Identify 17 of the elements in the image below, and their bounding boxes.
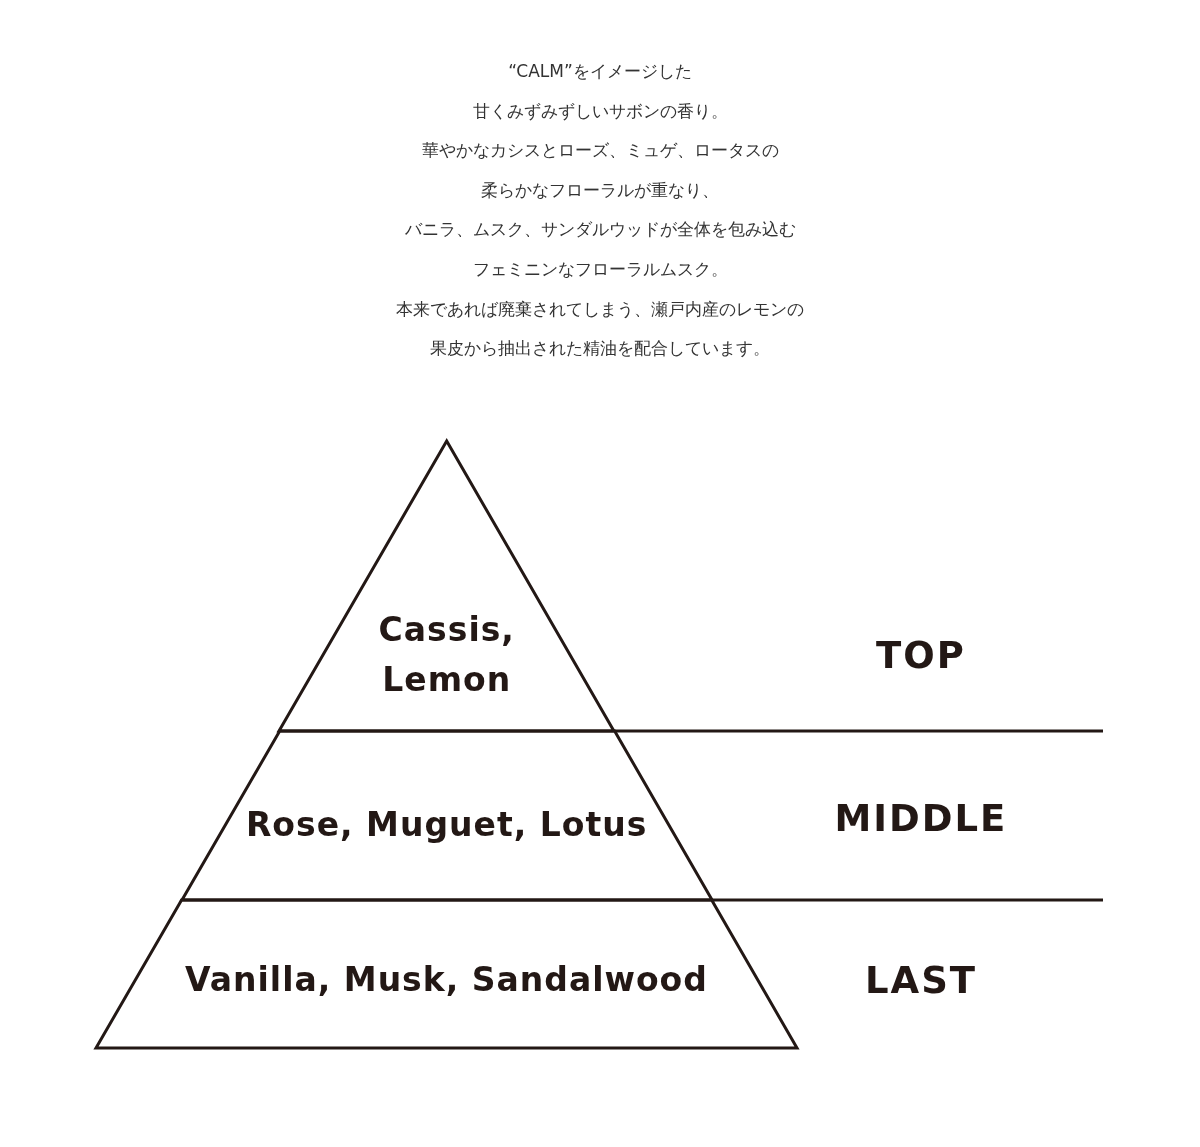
pyramid-band — [181, 731, 712, 900]
description-line: 甘くみずみずしいサボンの香り。 — [472, 99, 728, 123]
pyramid-top-triangle — [279, 441, 615, 731]
description-line: 果皮から抽出された精油を配合しています。 — [430, 337, 770, 361]
description-line: 本来であれば廃棄されてしまう、瀬戸内産のレモンの — [396, 297, 804, 321]
layer-label: MIDDLE — [834, 796, 1008, 840]
description-line: バニラ、ムスク、サンダルウッドが全体を包み込む — [404, 218, 796, 242]
pyramid-band — [96, 900, 797, 1048]
layer-label: LAST — [865, 958, 978, 1002]
description-line: 柔らかなフローラルが重なり、 — [481, 178, 719, 202]
note-text: Vanilla, Musk, Sandalwood — [185, 959, 708, 1001]
note-text: Cassis, Lemon — [377, 609, 516, 701]
description-line: フェミニンなフローラルムスク。 — [472, 258, 728, 281]
description-line: “CALM”をイメージした — [508, 60, 692, 83]
layer-label: TOP — [876, 633, 966, 677]
note-text: Rose, Muguet, Lotus — [245, 804, 648, 846]
description-line: 華やかなカシスとローズ、ミュゲ、ロータスの — [421, 139, 779, 163]
